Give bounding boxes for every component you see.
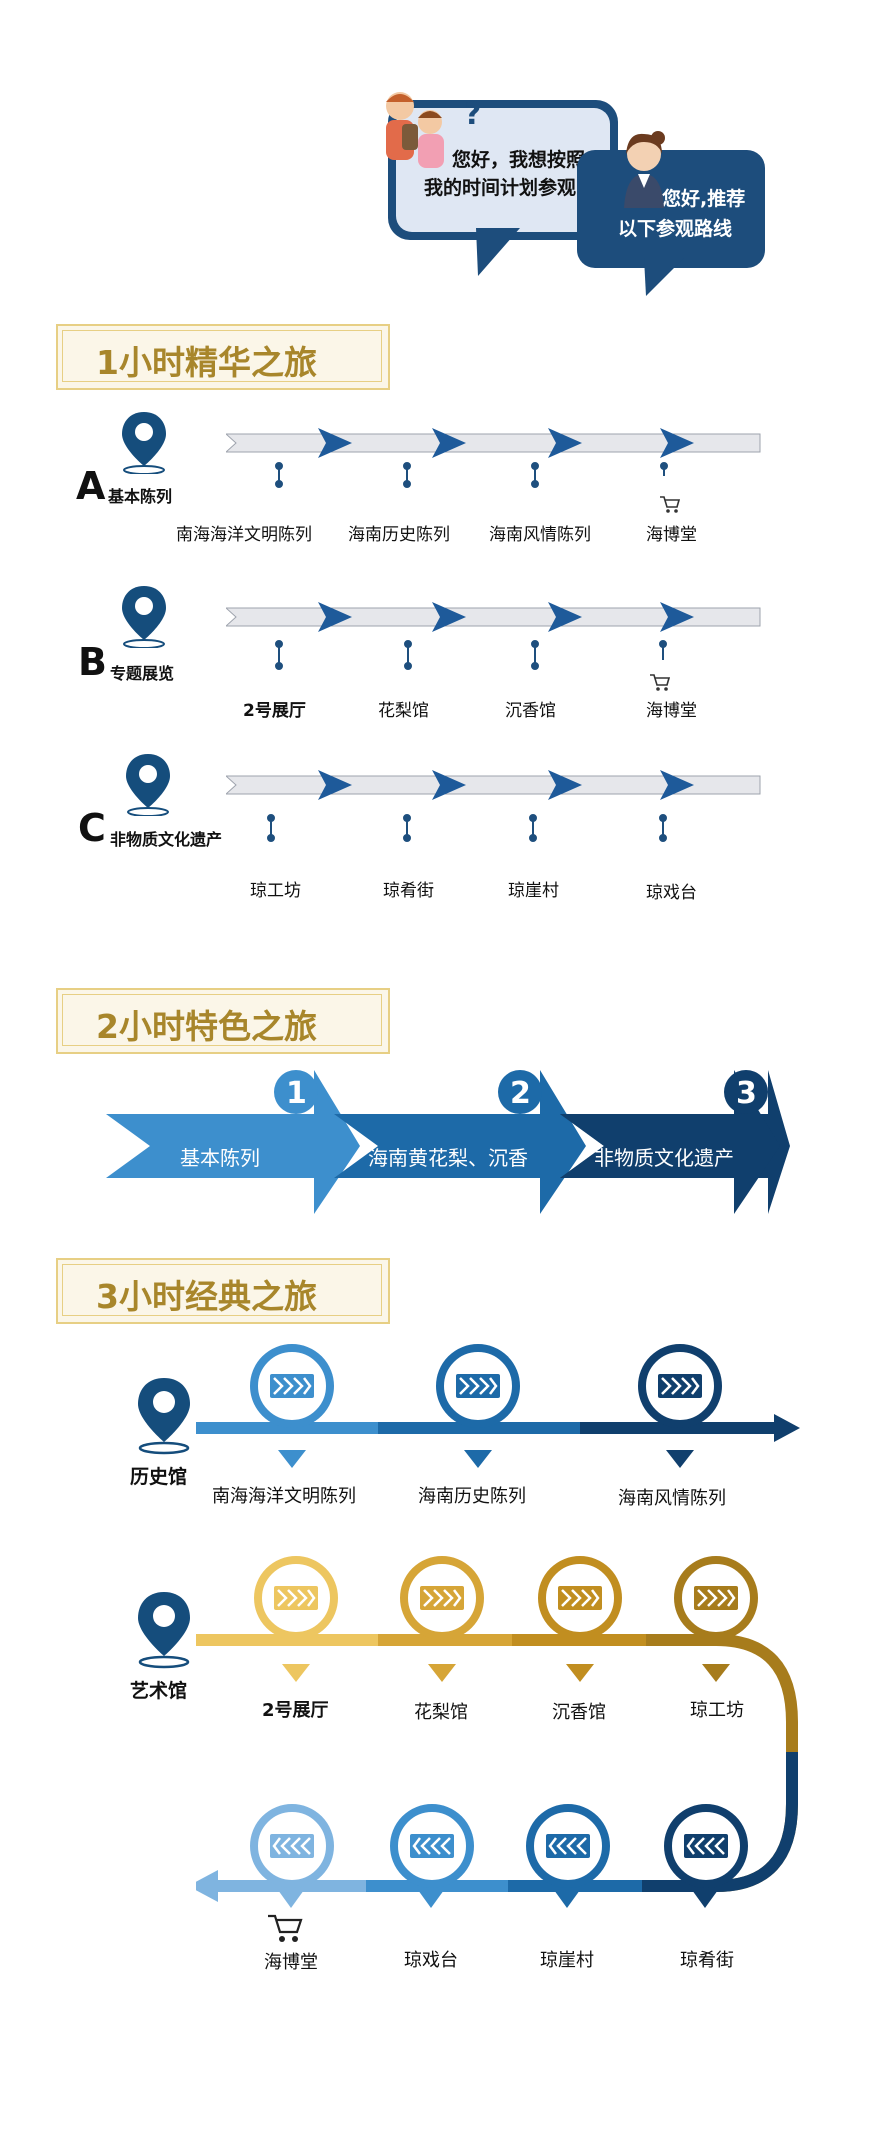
section-title-3h: 3小时经典之旅 (96, 1277, 317, 1316)
section-title-1h: 1小时精华之旅 (96, 343, 317, 382)
stop-marker (278, 1890, 304, 1908)
art-stop-1: 2号展厅 (262, 1700, 329, 1721)
route-b-track (226, 602, 761, 670)
route-c-stop-4: 琼戏台 (646, 883, 697, 903)
section-banner-3h: 3小时经典之旅 (30, 1256, 410, 1330)
route-a-letter: A (76, 464, 106, 508)
route-a-name: 基本陈列 (108, 487, 173, 506)
art-stop-2: 花梨馆 (414, 1702, 468, 1723)
step-number-3: 3 (736, 1076, 757, 1111)
art-stop-6: 琼戏台 (404, 1950, 458, 1971)
art-route-track (196, 1556, 798, 1902)
route-a-stop-4: 海博堂 (646, 525, 697, 545)
stop-marker (554, 1890, 580, 1908)
section-banner-1h: 1小时精华之旅 (30, 322, 410, 396)
route-c-stop-1: 琼工坊 (250, 881, 301, 901)
route-c-stop-2: 琼肴街 (383, 881, 434, 901)
map-pin-icon (126, 754, 170, 816)
two-hour-chevrons (106, 1070, 790, 1214)
art-stop-4: 琼工坊 (690, 1700, 744, 1721)
art-stop-3: 沉香馆 (552, 1702, 606, 1723)
visitor-text-line1: 您好，我想按照 (452, 149, 586, 171)
section-banner-2h: 2小时特色之旅 (30, 986, 410, 1060)
guide-speech-bubble (577, 150, 765, 268)
visitors-illustration: ? (386, 92, 481, 168)
history-route-track (196, 1344, 800, 1468)
route-b-letter: B (78, 640, 107, 684)
step-label-1: 基本陈列 (180, 1146, 260, 1170)
step-label-3: 非物质文化遗产 (594, 1146, 734, 1170)
map-pin-icon (138, 1378, 190, 1455)
route-a-stop-3: 海南风情陈列 (489, 525, 591, 545)
history-stop-3: 海南风情陈列 (618, 1488, 726, 1509)
guide-text-line1: 您好,推荐 (662, 188, 746, 210)
route-c-letter: C (78, 806, 106, 850)
route-b-stop-3: 沉香馆 (505, 701, 556, 721)
route-b-name: 专题展览 (110, 664, 175, 683)
shopping-cart-icon (650, 674, 671, 691)
route-c-stop-3: 琼崖村 (508, 881, 559, 901)
route-c-name: 非物质文化遗产 (110, 830, 223, 849)
section-title-2h: 2小时特色之旅 (96, 1007, 317, 1046)
map-pin-icon (138, 1592, 190, 1669)
history-stop-2: 海南历史陈列 (418, 1486, 526, 1507)
route-c-track (226, 770, 761, 842)
art-stop-8: 琼肴街 (680, 1950, 734, 1971)
route-a-stop-2: 海南历史陈列 (348, 525, 450, 545)
guide-illustration (624, 131, 665, 208)
visitor-bubble-tail (476, 228, 520, 276)
shopping-cart-icon (660, 496, 681, 513)
svg-text:?: ? (464, 97, 481, 132)
route-b-stop-2: 花梨馆 (378, 701, 429, 721)
stop-marker (418, 1890, 444, 1908)
map-pin-icon (122, 586, 166, 648)
history-hall-label: 历史馆 (130, 1466, 188, 1488)
step-number-2: 2 (510, 1076, 531, 1111)
route-b-stop-4: 海博堂 (646, 701, 697, 721)
art-stop-7: 琼崖村 (540, 1950, 594, 1971)
art-stop-5: 海博堂 (264, 1952, 318, 1973)
route-b-stop-1: 2号展厅 (243, 701, 306, 721)
route-a-stop-1: 南海海洋文明陈列 (176, 525, 312, 545)
step-label-2: 海南黄花梨、沉香 (368, 1146, 528, 1170)
map-pin-icon (122, 412, 166, 474)
history-stop-1: 南海海洋文明陈列 (212, 1486, 356, 1507)
art-hall-label: 艺术馆 (130, 1680, 188, 1702)
step-number-1: 1 (286, 1076, 307, 1111)
visitor-text-line2: 我的时间计划参观 (424, 177, 577, 199)
shopping-cart-icon (268, 1914, 303, 1942)
guide-bubble-tail (644, 258, 684, 296)
route-a-track (226, 428, 761, 488)
guide-text-line2: 以下参观路线 (618, 218, 733, 240)
stop-marker (692, 1890, 718, 1908)
